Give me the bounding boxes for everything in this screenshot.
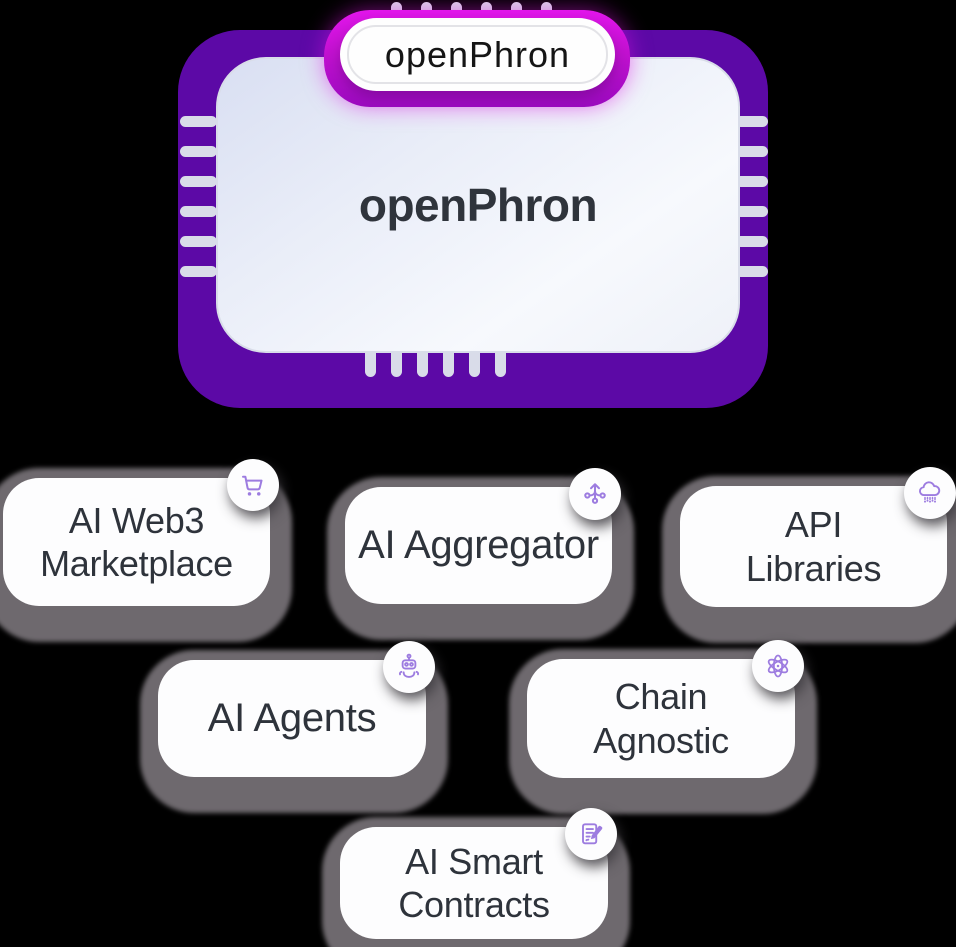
chip-pin xyxy=(180,236,217,247)
chip-pin xyxy=(735,176,768,187)
badge-label: openPhron xyxy=(384,33,571,75)
icon-badge xyxy=(904,467,956,519)
card-line: AI Web3 xyxy=(68,499,205,541)
chip-pin xyxy=(735,206,768,217)
chip-pin xyxy=(365,347,376,377)
card-label: AI Agents xyxy=(158,660,426,777)
chip-pin xyxy=(495,347,506,377)
card-ai-smart-contracts: AI Smart Contracts xyxy=(322,808,630,947)
card-line: AI Agents xyxy=(207,696,377,740)
icon-badge xyxy=(227,459,279,511)
badge-ring xyxy=(347,25,608,84)
atom-icon xyxy=(767,654,789,678)
card-label: AI Web3 Marketplace xyxy=(3,478,270,606)
chip-pin xyxy=(735,146,768,157)
card-line: Agnostic xyxy=(593,719,729,761)
card-api-libraries: API Libraries xyxy=(662,467,956,643)
chip-title: openPhron xyxy=(358,179,598,231)
contract-pen-icon xyxy=(582,823,603,845)
card-line: API xyxy=(784,504,843,546)
card-label: AI Aggregator xyxy=(345,487,612,604)
chip-pin xyxy=(469,347,480,377)
chip-pin xyxy=(735,266,768,277)
cloud-connect-icon xyxy=(919,481,941,503)
chip-pin xyxy=(735,116,768,127)
chip-pin xyxy=(443,347,454,377)
robot-icon xyxy=(398,653,420,678)
branch-arrows-icon xyxy=(584,483,606,504)
card-label: AI Smart Contracts xyxy=(340,827,608,939)
shopping-cart-icon xyxy=(242,475,263,496)
chip-pin xyxy=(735,236,768,247)
card-line: Libraries xyxy=(745,547,882,589)
icon-badge xyxy=(565,808,617,860)
icon-badge xyxy=(569,468,621,520)
card-line: AI Aggregator xyxy=(358,523,599,567)
card-line: AI Smart xyxy=(405,840,543,882)
card-label: API Libraries xyxy=(680,486,947,607)
card-line: Marketplace xyxy=(40,543,233,584)
chip-pin xyxy=(180,266,217,277)
card-ai-web3-marketplace: AI Web3 Marketplace xyxy=(0,459,292,642)
chip-pin xyxy=(180,206,217,217)
chip-pin xyxy=(180,146,217,157)
chip-pin xyxy=(180,176,217,187)
openphron-chip: openPhron openPhron xyxy=(178,2,768,408)
card-chain-agnostic: Chain Agnostic xyxy=(509,640,817,814)
card-ai-agents: AI Agents xyxy=(140,641,448,813)
card-ai-aggregator: AI Aggregator xyxy=(327,468,634,640)
brand-badge: openPhron xyxy=(340,18,615,91)
chip-pin xyxy=(391,347,402,377)
card-line: Contracts xyxy=(398,884,550,925)
icon-badge xyxy=(383,641,435,693)
chip-pin xyxy=(417,347,428,377)
chip-pin xyxy=(180,116,217,127)
card-label: Chain Agnostic xyxy=(527,659,795,778)
card-line: Chain xyxy=(614,676,708,718)
icon-badge xyxy=(752,640,804,692)
